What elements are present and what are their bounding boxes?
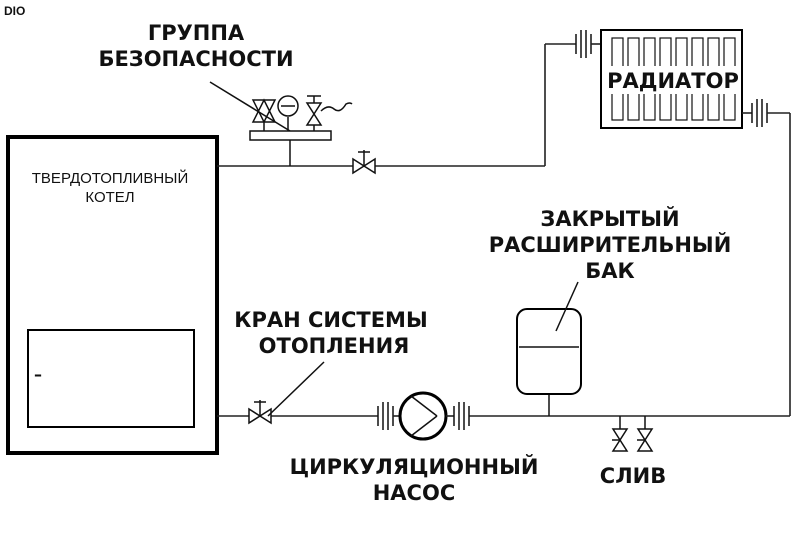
supply-pipe <box>217 43 576 167</box>
expansion-tank-leader <box>555 281 579 332</box>
firebox-mark: – <box>34 365 42 384</box>
drain-valves <box>611 416 654 452</box>
radiator: РАДИАТОР <box>575 29 768 129</box>
circulation-pump <box>377 391 470 441</box>
radiator-outlet-union-icon <box>742 99 768 127</box>
expansion-tank-label-line3: БАК <box>585 259 634 283</box>
safety-group-label-line2: БЕЗОПАСНОСТИ <box>98 47 293 71</box>
radiator-inlet-union-icon <box>575 30 601 58</box>
safety-group-leader <box>209 81 291 132</box>
expansion-tank <box>516 281 582 416</box>
boiler-firebox <box>27 329 195 428</box>
radiator-label-bg <box>611 66 736 94</box>
expansion-tank-body <box>516 308 582 395</box>
drain-valve-1-icon <box>611 416 629 452</box>
heating-valve-leader <box>267 361 325 417</box>
safety-group-label-line1: ГРУППА <box>148 21 245 45</box>
pressure-gauge-icon <box>277 95 299 131</box>
pump-label-line2: НАСОС <box>373 481 456 505</box>
pump-right-union-icon <box>446 402 470 430</box>
drain-valve-2-icon <box>636 416 654 452</box>
solid-fuel-boiler: – ТВЕРДОТОПЛИВНЫЙ КОТЕЛ <box>6 135 219 455</box>
return-pipe <box>217 112 791 417</box>
drain-label: СЛИВ <box>600 464 666 488</box>
heating-valve-label-line1: КРАН СИСТЕМЫ <box>234 308 427 332</box>
watermark: DIO <box>4 4 25 18</box>
supply-valve-icon <box>352 150 376 175</box>
heating-valve-icon <box>248 400 272 425</box>
expansion-tank-label-line2: РАСШИРИТЕЛЬНЫЙ <box>489 232 732 257</box>
safety-group-manifold <box>249 130 332 141</box>
heating-valve-label-line2: ОТОПЛЕНИЯ <box>259 334 410 358</box>
safety-group <box>209 81 353 166</box>
boiler-label-line1: ТВЕРДОТОПЛИВНЫЙ <box>32 169 188 187</box>
pump-left-union-icon <box>377 402 400 430</box>
relief-valve-icon <box>305 95 353 131</box>
boiler-label-line2: КОТЕЛ <box>85 189 134 206</box>
pump-icon <box>398 391 448 441</box>
radiator-label: РАДИАТОР <box>607 69 739 93</box>
pump-label-line1: ЦИРКУЛЯЦИОННЫЙ <box>290 454 539 479</box>
expansion-tank-label-line1: ЗАКРЫТЫЙ <box>540 206 679 231</box>
